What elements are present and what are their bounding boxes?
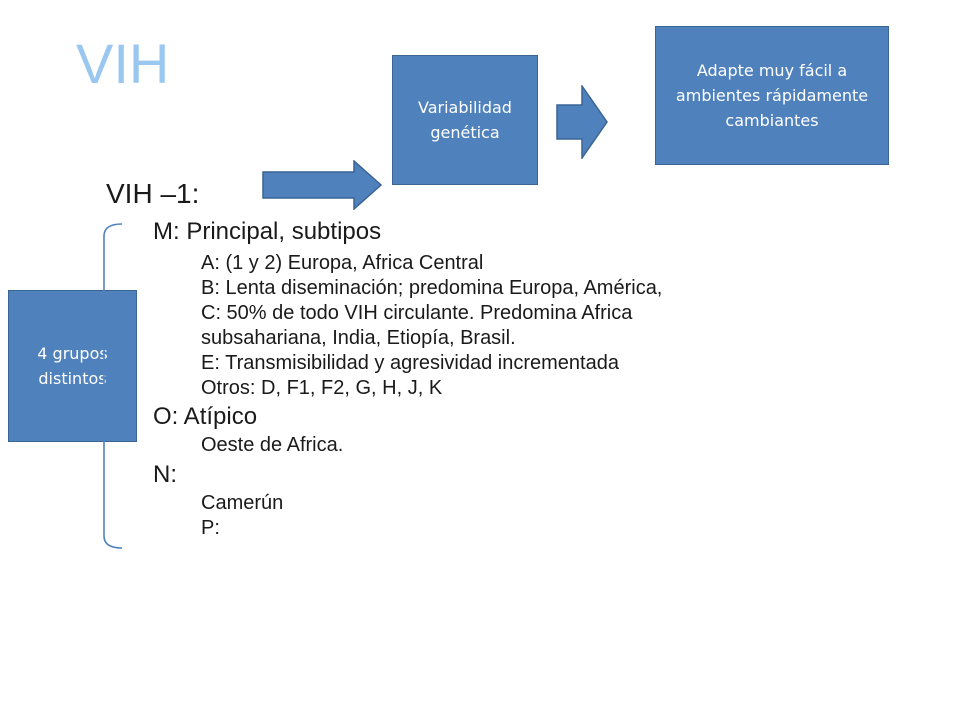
- variabilidad-genetica-box: Variabilidad genética: [392, 55, 538, 185]
- subtype-line: E: Transmisibilidad y agresividad increm…: [201, 352, 619, 374]
- group-n-heading: N:: [153, 461, 177, 488]
- arrow-right-icon: [262, 160, 382, 210]
- subtype-line: Otros: D, F1, F2, G, H, J, K: [201, 377, 443, 399]
- grupos-distintos-box: 4 grupos distintos: [8, 290, 137, 442]
- group-o-detail: Oeste de Africa.: [201, 434, 344, 456]
- group-m-heading: M: Principal, subtipos: [153, 218, 382, 245]
- vih1-heading: VIH –1:: [106, 178, 200, 209]
- adapte-ambientes-box: Adapte muy fácil a ambientes rápidamente…: [655, 26, 889, 165]
- bracket-icon: [103, 223, 123, 549]
- subtype-line: B: Lenta diseminación; predomina Europa,…: [201, 277, 663, 299]
- group-o-heading: O: Atípico: [153, 403, 258, 430]
- slide-title: VIH: [76, 32, 170, 95]
- subtype-line: A: (1 y 2) Europa, Africa Central: [201, 252, 484, 274]
- subtype-line: subsahariana, India, Etiopía, Brasil.: [201, 327, 516, 349]
- group-n-detail: Camerún: [201, 492, 284, 514]
- group-p-heading: P:: [201, 517, 220, 539]
- arrow-right-icon: [556, 85, 608, 159]
- subtype-line: C: 50% de todo VIH circulante. Predomina…: [201, 302, 633, 324]
